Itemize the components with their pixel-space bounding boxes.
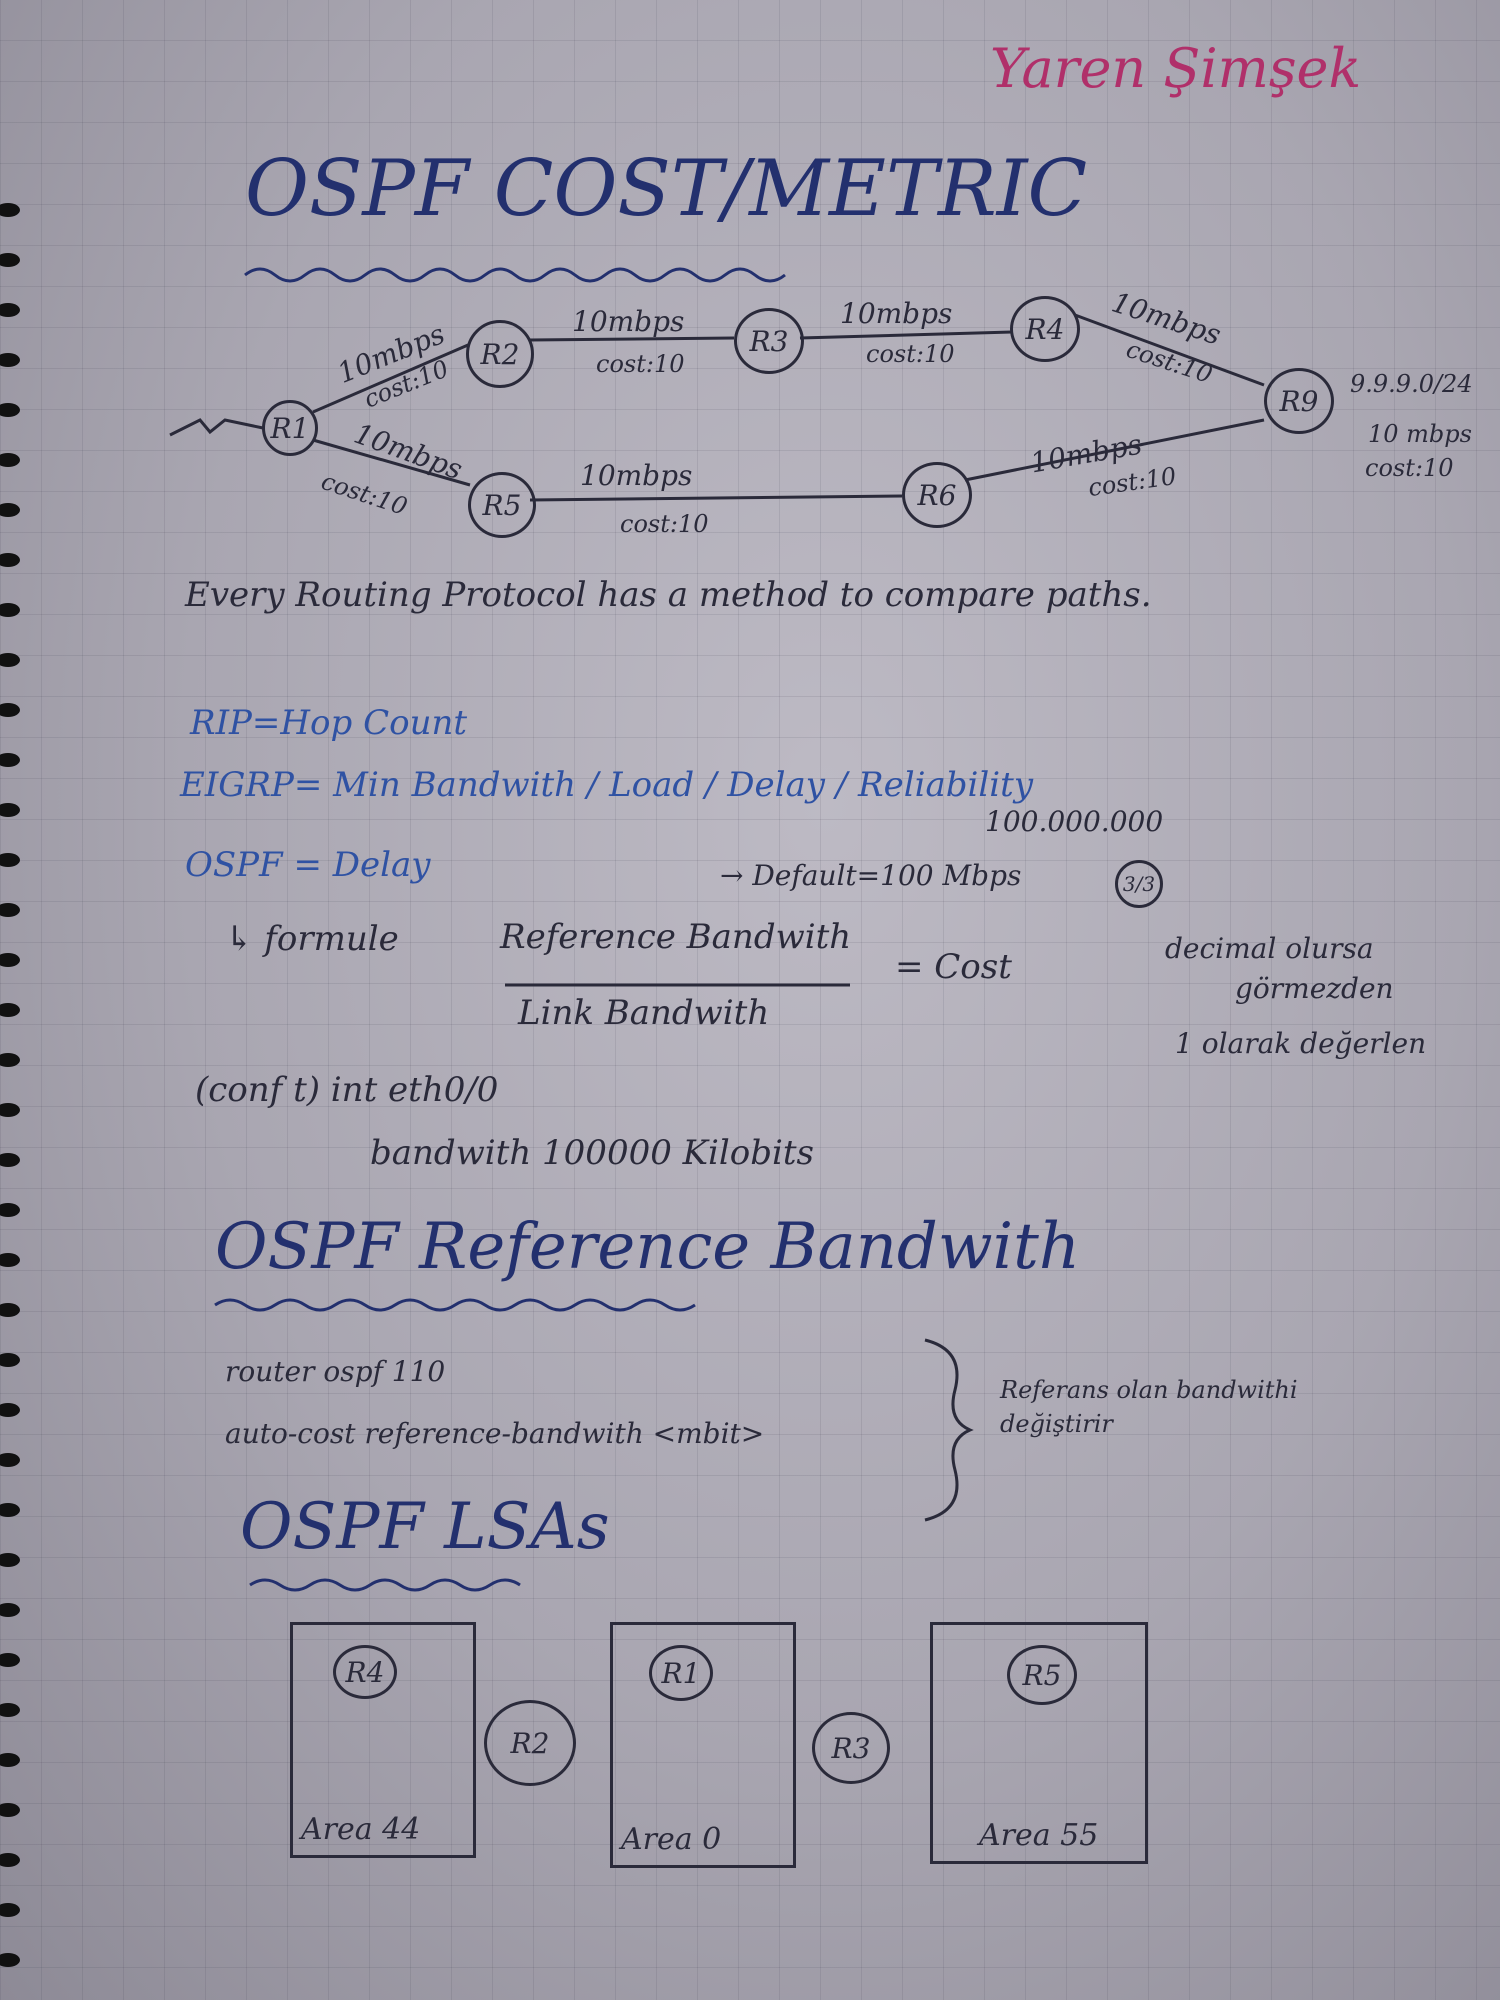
formula-numerator: Reference Bandwith (500, 917, 852, 957)
link-r3-r4-speed: 10mbps (840, 297, 953, 330)
link-r3-r4 (799, 330, 1013, 340)
conf-line-2: bandwith 100000 Kilobits (370, 1133, 815, 1173)
rip-line: RIP=Hop Count (190, 703, 468, 743)
decimal-example: 3/3 (1115, 860, 1163, 908)
link-r1-r5 (312, 438, 471, 487)
area-router-r4: R4 (333, 1645, 397, 1699)
cmd-router-ospf: router ospf 110 (225, 1355, 446, 1388)
area-box-0: R1 Area 0 (610, 1622, 796, 1868)
router-r6: R6 (902, 462, 972, 528)
router-r1: R1 (262, 400, 318, 456)
eigrp-line: EIGRP= Min Bandwith / Load / Delay / Rel… (180, 765, 1034, 805)
router-r4: R4 (1010, 296, 1080, 362)
author-signature: Yaren Şimşek (990, 37, 1362, 100)
formula-result: = Cost (895, 947, 1012, 987)
abr-r2: R2 (484, 1700, 576, 1786)
brace-note: Referans olan bandwithi değiştirir (1000, 1376, 1298, 1438)
brace (924, 1338, 974, 1522)
router-r5: R5 (468, 472, 536, 538)
ospf-line: OSPF = Delay (185, 845, 431, 885)
title-underline-3 (249, 1578, 521, 1592)
area-label-0: Area 0 (621, 1822, 722, 1857)
area-label-44: Area 44 (301, 1812, 421, 1847)
link-r5-r6-cost: cost:10 (620, 510, 709, 538)
note-tr-1: decimal olursa (1165, 932, 1374, 965)
title-underline-2 (214, 1298, 696, 1312)
section-title-cost-metric: OSPF COST/METRIC (245, 144, 1088, 234)
link-r6-r9 (964, 418, 1265, 482)
link-r1-r2 (312, 343, 469, 414)
link-r4-r9 (1074, 313, 1265, 387)
network-speed: 10 mbps (1368, 420, 1472, 448)
bullet-compare-paths: Every Routing Protocol has a method to c… (185, 575, 1152, 615)
formula-denominator: Link Bandwith (518, 993, 770, 1033)
note-tr-2: görmezden (1235, 972, 1394, 1005)
title-underline (244, 267, 786, 283)
area-router-r5: R5 (1007, 1645, 1077, 1705)
area-label-55: Area 55 (979, 1818, 1099, 1853)
link-r2-r3-speed: 10mbps (572, 305, 685, 338)
router-r9: R9 (1264, 368, 1334, 434)
formula-label: ↳ formule (225, 919, 399, 959)
link-r2-r3 (529, 336, 735, 342)
link-r5-r6-speed: 10mbps (580, 459, 693, 492)
router-r3: R3 (734, 308, 804, 374)
section-title-lsas: OSPF LSAs (240, 1490, 610, 1564)
area-box-44: R4 Area 44 (290, 1622, 476, 1858)
section-title-reference-bandwith: OSPF Reference Bandwith (215, 1210, 1081, 1284)
note-tr-3: 1 olarak değerlen (1175, 1027, 1427, 1060)
spiral-binding (0, 203, 20, 1967)
area-box-55: R5 Area 55 (930, 1622, 1148, 1864)
cmd-auto-cost: auto-cost reference-bandwith <mbit> (225, 1417, 765, 1450)
network-cost: cost:10 (1365, 454, 1454, 482)
link-upstream (169, 418, 264, 437)
link-r3-r4-cost: cost:10 (866, 340, 955, 368)
area-router-r1: R1 (649, 1645, 713, 1701)
default-note: → Default=100 Mbps (720, 859, 1022, 892)
link-r2-r3-cost: cost:10 (596, 350, 685, 378)
abr-r3: R3 (812, 1712, 890, 1784)
conf-line-1: (conf t) int eth0/0 (195, 1070, 499, 1110)
big-number: 100.000.000 (985, 805, 1164, 838)
network-prefix: 9.9.9.0/24 (1350, 370, 1473, 398)
router-r2: R2 (466, 320, 534, 388)
link-r5-r6 (529, 494, 903, 502)
